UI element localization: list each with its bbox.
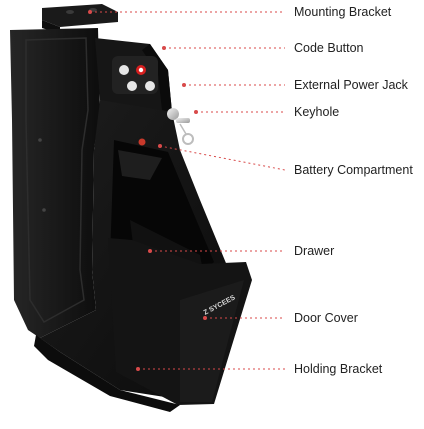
callout-leaders [90, 11, 286, 370]
label-keyhole: Keyhole [294, 105, 340, 119]
key-assembly [138, 108, 194, 146]
label-drawer: Drawer [294, 244, 335, 258]
label-mounting-bracket: Mounting Bracket [294, 5, 392, 19]
safe-side-panel [10, 28, 100, 338]
keypad-housing [95, 38, 172, 112]
label-external-power-jack: External Power Jack [294, 78, 408, 92]
callout-dots [88, 10, 207, 371]
label-code-button: Code Button [294, 41, 364, 55]
label-door-cover: Door Cover [294, 311, 358, 325]
label-battery-compartment: Battery Compartment [294, 163, 413, 177]
holding-bracket-part [34, 335, 180, 412]
label-holding-bracket: Holding Bracket [294, 362, 383, 376]
door-cover-part: Z SYCEES [108, 238, 252, 405]
